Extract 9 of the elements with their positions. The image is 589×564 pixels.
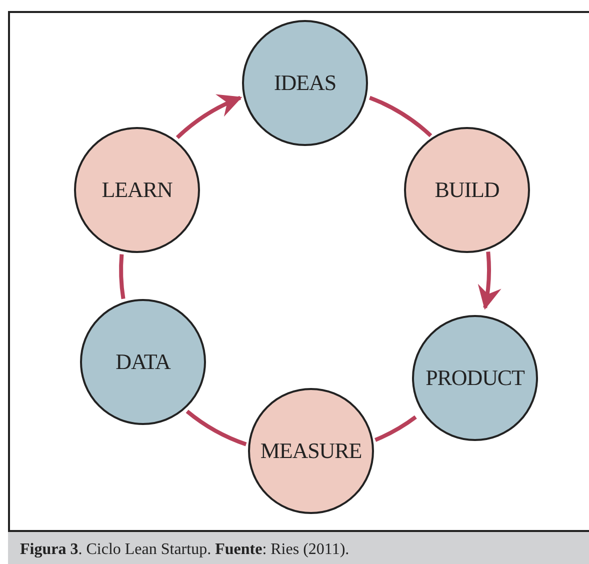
cycle-arrow (176, 96, 242, 140)
stage-label: MEASURE (260, 440, 362, 462)
stage-label: DATA (116, 351, 170, 373)
stage-label: LEARN (102, 179, 172, 201)
stage-label: IDEAS (274, 72, 336, 94)
cycle-arrow (476, 252, 501, 310)
stage-label: PRODUCT (426, 367, 524, 389)
stage-label: BUILD (434, 179, 500, 201)
caption: Figura 3. Ciclo Lean Startup. Fuente: Ries (2011). (20, 541, 350, 558)
